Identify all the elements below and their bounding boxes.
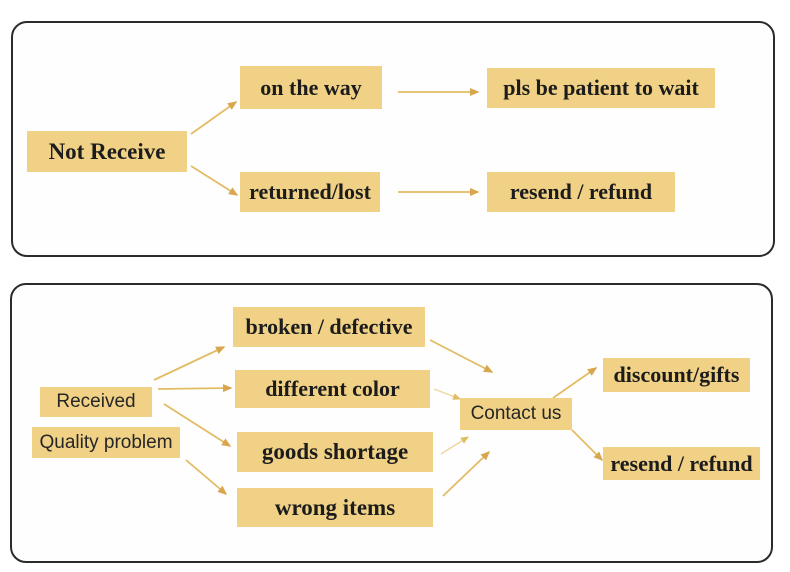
node-resend-refund-top: resend / refund xyxy=(487,172,675,212)
node-discount-gifts: discount/gifts xyxy=(603,358,750,392)
node-resend-refund-bottom: resend / refund xyxy=(603,447,760,480)
node-quality-problem: Quality problem xyxy=(32,427,180,458)
node-wrong-items: wrong items xyxy=(237,488,433,527)
node-received: Received xyxy=(40,387,152,417)
node-different-color: different color xyxy=(235,370,430,408)
node-goods-shortage: goods shortage xyxy=(237,432,433,472)
node-pls-be-patient: pls be patient to wait xyxy=(487,68,715,108)
node-not-receive: Not Receive xyxy=(27,131,187,172)
node-returned-lost: returned/lost xyxy=(240,172,380,212)
node-broken-defective: broken / defective xyxy=(233,307,425,347)
node-contact-us: Contact us xyxy=(460,398,572,430)
node-on-the-way: on the way xyxy=(240,66,382,109)
